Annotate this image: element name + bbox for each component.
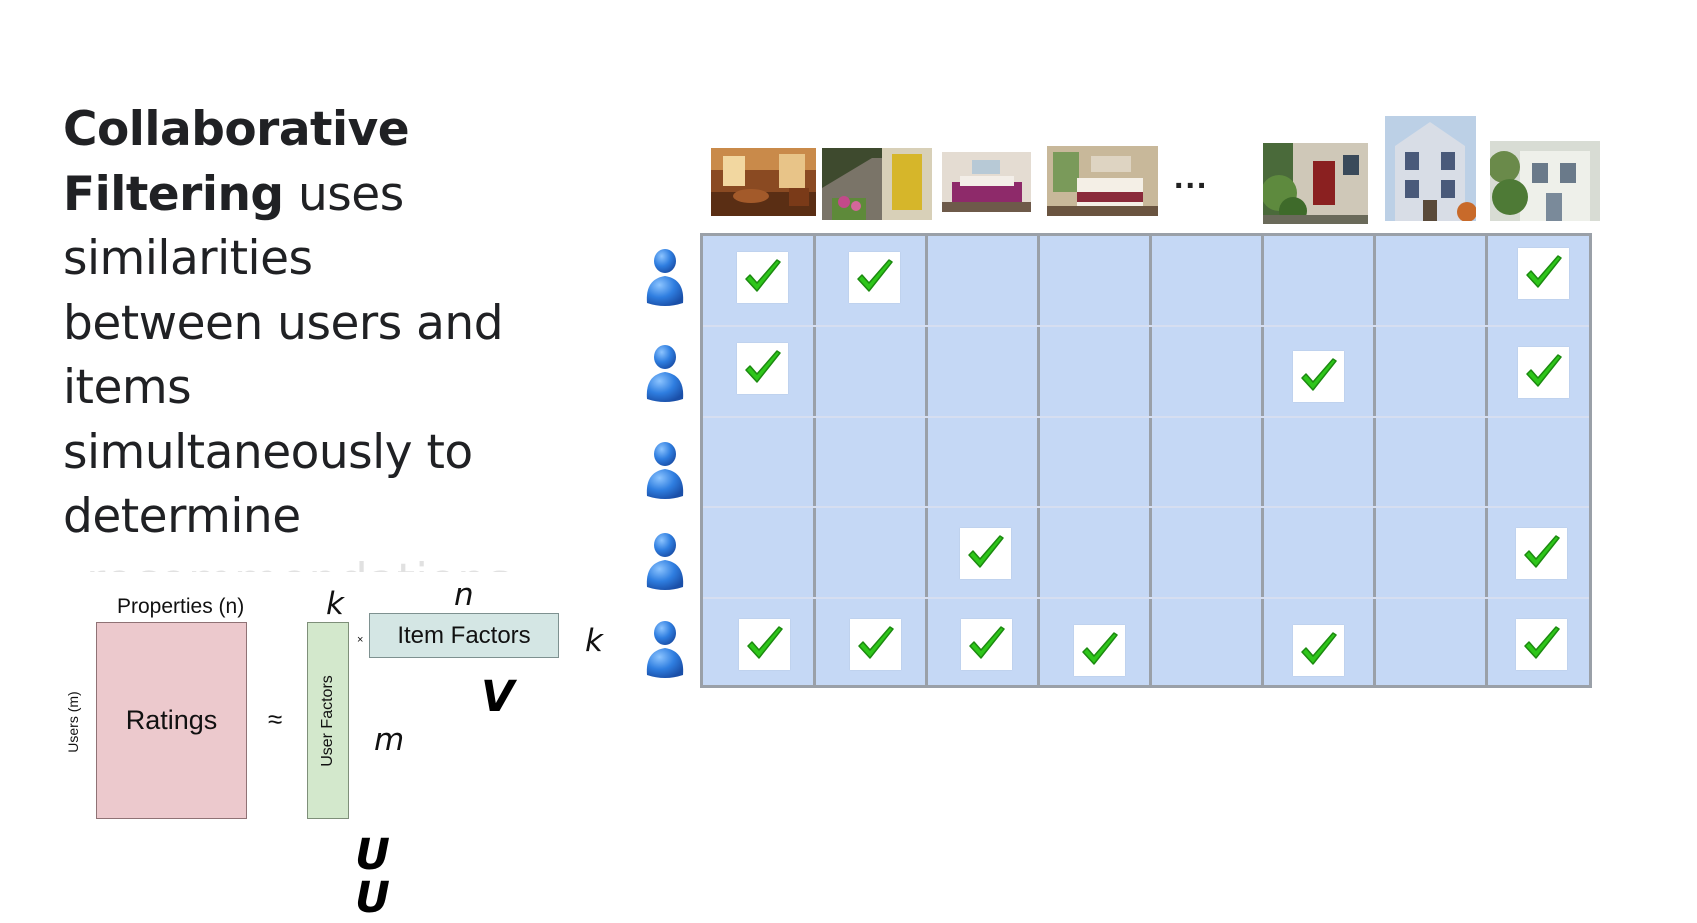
user-icon <box>643 247 687 309</box>
white-house-photo <box>1490 141 1600 221</box>
ratings-label: Ratings <box>125 705 218 735</box>
grid-column-divider <box>813 236 816 685</box>
headline-line-1: Collaborative <box>63 102 410 157</box>
grid-column-divider <box>1149 236 1152 685</box>
user-icon <box>643 619 687 681</box>
m-label: m <box>374 722 405 758</box>
headline-line-3: similarities <box>63 231 313 286</box>
u-label-duplicate: U <box>355 873 390 923</box>
headline-line-2-rest: uses <box>283 166 404 222</box>
entry-stairs-photo <box>822 148 932 220</box>
headline-line-4: between users and <box>63 295 504 351</box>
checkmark-icon <box>849 252 900 303</box>
user-factors-label: User Factors <box>319 674 336 767</box>
grid-row-divider <box>703 416 1589 418</box>
checkmark-icon <box>1293 351 1344 402</box>
grid-row-divider <box>703 325 1589 327</box>
headline-line-7: determine <box>63 489 301 544</box>
user-icon <box>643 440 687 502</box>
grid-column-divider <box>1037 236 1040 685</box>
checkmark-icon <box>1293 625 1344 676</box>
grid-column-divider <box>1373 236 1376 685</box>
headline-line-8-obscured: recommendations <box>86 552 516 572</box>
n-top-label: n <box>454 577 474 613</box>
checkmark-icon <box>737 252 788 303</box>
headline-line-5: items <box>63 360 192 415</box>
checkmark-icon <box>1518 248 1569 299</box>
properties-label: Properties (n) <box>117 595 245 618</box>
k-top-label: k <box>326 586 344 622</box>
user-icon <box>643 343 687 405</box>
checkmark-icon <box>1518 347 1569 398</box>
users-label: Users (m) <box>65 691 81 753</box>
checkmark-icon <box>960 528 1011 579</box>
bedroom-magenta-photo <box>942 152 1031 212</box>
more-items-ellipsis: ... <box>1174 158 1209 196</box>
grid-column-divider <box>1485 236 1488 685</box>
checkmark-icon <box>737 343 788 394</box>
victorian-house-photo <box>1385 116 1476 221</box>
headline-bold-term: Filtering <box>63 166 284 222</box>
u-label: U <box>355 830 390 880</box>
ratings-grid <box>700 233 1592 688</box>
headline-line-2: Filtering uses <box>63 163 583 228</box>
bedroom-photo <box>1047 146 1158 216</box>
k-right-label: k <box>585 623 603 659</box>
checkmark-icon <box>739 619 790 670</box>
approx-symbol: ≈ <box>268 704 283 734</box>
user-icon <box>643 531 687 593</box>
grid-column-divider <box>925 236 928 685</box>
checkmark-icon <box>1516 619 1567 670</box>
item-factors-label: Item Factors <box>397 621 531 649</box>
living-room-photo <box>711 148 816 216</box>
grid-column-divider <box>1261 236 1264 685</box>
headline: Collaborative Filtering uses similaritie… <box>63 98 583 550</box>
user-factors-matrix: User Factors <box>307 622 349 819</box>
checkmark-icon <box>850 619 901 670</box>
checkmark-icon <box>1074 625 1125 676</box>
v-label: V <box>481 672 515 722</box>
times-symbol: × <box>357 634 364 646</box>
checkmark-icon <box>961 619 1012 670</box>
ratings-matrix: Ratings <box>96 622 247 819</box>
grid-row-divider <box>703 506 1589 508</box>
house-front-door-photo <box>1263 143 1368 224</box>
checkmark-icon <box>1516 528 1567 579</box>
grid-row-divider <box>703 597 1589 599</box>
headline-line-6: simultaneously to <box>63 424 473 480</box>
item-factors-matrix: Item Factors <box>369 613 559 658</box>
